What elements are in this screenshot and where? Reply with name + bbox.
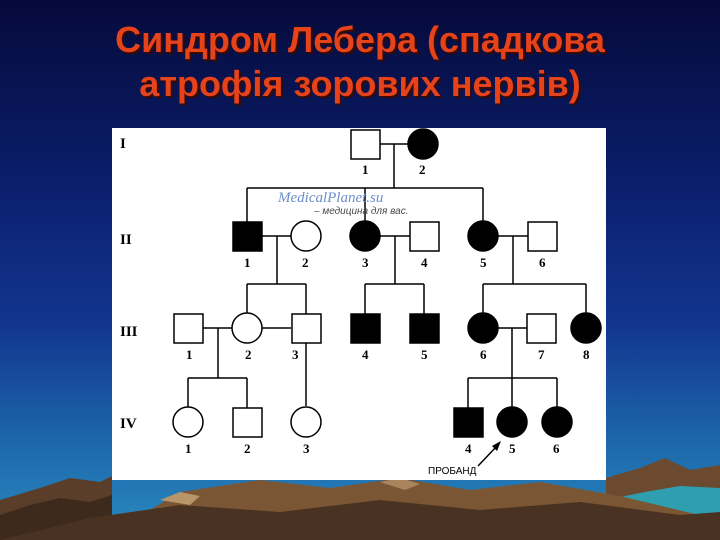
individual-III-6 xyxy=(467,312,499,344)
label-IV-2: 2 xyxy=(244,441,251,456)
label-III-6: 6 xyxy=(480,347,487,362)
individual-II-4 xyxy=(409,221,440,252)
individual-III-4 xyxy=(350,313,381,344)
title-line-2: атрофія зорових нервів) xyxy=(139,63,581,104)
title-line-1: Синдром Лебера (спадкова xyxy=(115,19,605,60)
individual-III-7 xyxy=(526,313,557,344)
generation-label-2: II xyxy=(120,232,132,248)
individual-II-3 xyxy=(349,220,381,252)
label-IV-3: 3 xyxy=(303,441,310,456)
label-III-7: 7 xyxy=(538,347,545,362)
label-I-2: 2 xyxy=(419,162,426,177)
label-II-3: 3 xyxy=(362,255,369,270)
individual-IV-1 xyxy=(172,406,204,438)
label-III-8: 8 xyxy=(583,347,590,362)
individual-IV-5 xyxy=(496,406,528,438)
label-II-1: 1 xyxy=(244,255,251,270)
individual-II-1 xyxy=(232,221,263,252)
label-III-2: 2 xyxy=(245,347,252,362)
label-II-6: 6 xyxy=(539,255,546,270)
individual-IV-4 xyxy=(453,407,484,438)
proband-arrow-icon xyxy=(477,441,501,467)
label-I-1: 1 xyxy=(362,162,369,177)
individual-III-2 xyxy=(231,312,263,344)
individual-IV-3 xyxy=(290,406,322,438)
individual-II-5 xyxy=(467,220,499,252)
label-III-4: 4 xyxy=(362,347,369,362)
label-III-1: 1 xyxy=(186,347,193,362)
label-II-4: 4 xyxy=(421,255,428,270)
generation-label-1: I xyxy=(120,136,126,152)
label-III-3: 3 xyxy=(292,347,299,362)
generation-label-3: III xyxy=(120,324,138,340)
label-IV-6: 6 xyxy=(553,441,560,456)
label-IV-1: 1 xyxy=(185,441,192,456)
individual-III-3 xyxy=(291,313,322,344)
individual-I-2 xyxy=(407,128,439,160)
pedigree-svg: I II III IV xyxy=(120,128,602,477)
individual-IV-2 xyxy=(232,407,263,438)
individual-III-5 xyxy=(409,313,440,344)
watermark-site: MedicalPlanet.su xyxy=(277,190,383,206)
label-II-2: 2 xyxy=(302,255,309,270)
watermark-tagline: – медицина для вас. xyxy=(313,206,408,217)
individual-II-6 xyxy=(527,221,558,252)
individual-III-8 xyxy=(570,312,602,344)
label-III-5: 5 xyxy=(421,347,428,362)
individual-II-2 xyxy=(290,220,322,252)
pedigree-chart: I II III IV xyxy=(112,128,606,480)
label-IV-4: 4 xyxy=(465,441,472,456)
individual-III-1 xyxy=(173,313,204,344)
connection-lines xyxy=(187,143,587,408)
proband-label: ПРОБАНД xyxy=(428,466,477,477)
individual-I-1 xyxy=(350,129,381,160)
label-II-5: 5 xyxy=(480,255,487,270)
generation-label-4: IV xyxy=(120,416,137,432)
label-IV-5: 5 xyxy=(509,441,516,456)
slide-title: Синдром Лебера (спадкова атрофія зорових… xyxy=(0,18,720,106)
individual-IV-6 xyxy=(541,406,573,438)
